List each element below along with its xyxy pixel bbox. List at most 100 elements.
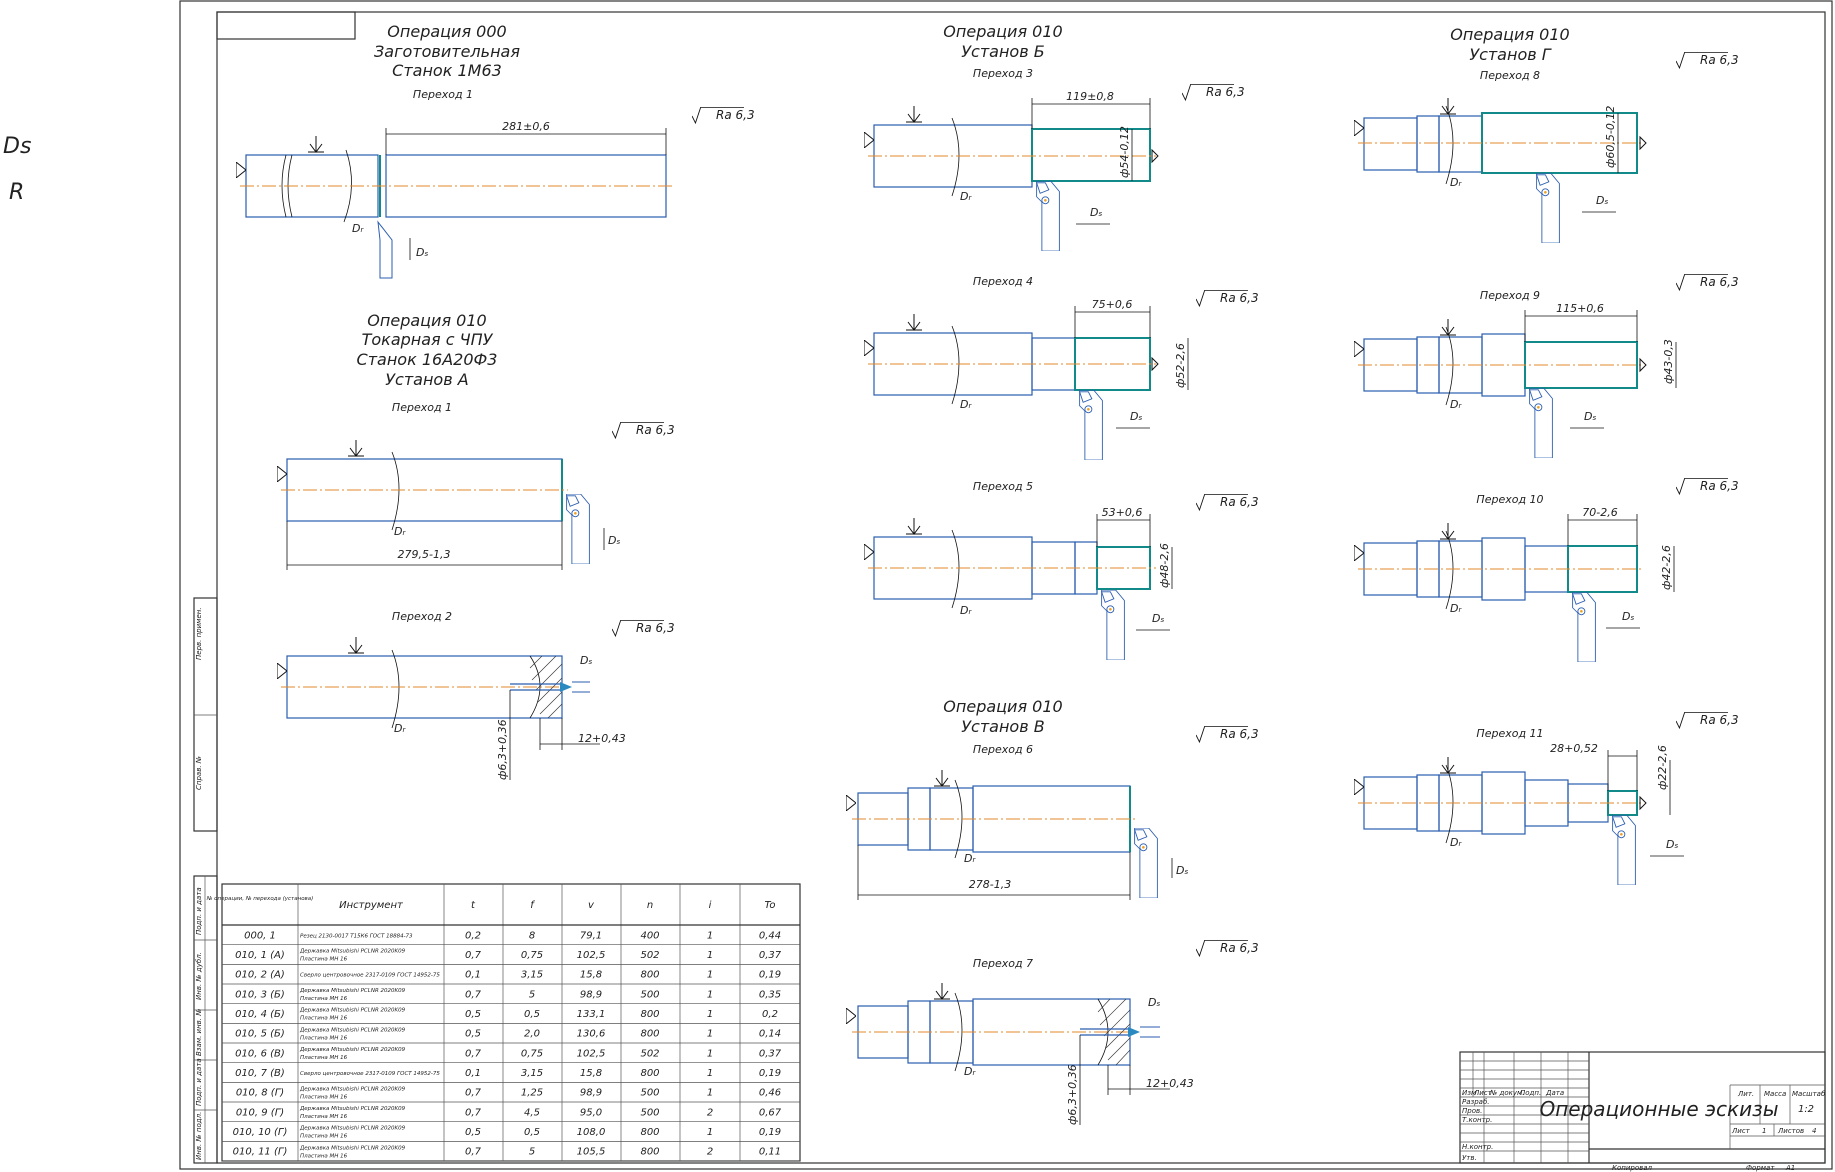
scale-label: Масштаб bbox=[1792, 1090, 1826, 1098]
table-cell: 010, 8 (Г) bbox=[236, 1088, 284, 1099]
table-cell: 1 bbox=[707, 1029, 713, 1040]
margin-label: Подп. и дата bbox=[195, 887, 203, 935]
table-cell: 2 bbox=[707, 1107, 713, 1118]
roughness-value: Ra 6,3 bbox=[1220, 291, 1259, 305]
table-cell: 4,5 bbox=[524, 1107, 540, 1118]
table-cell: Пластина МН 16 bbox=[300, 1114, 348, 1120]
svg-text:Dr: Dr bbox=[1450, 398, 1462, 411]
table-header: № операции, № перехода (установа) bbox=[206, 896, 314, 902]
roughness-value: Ra 6,3 bbox=[636, 621, 675, 635]
svg-text:Dr: Dr bbox=[964, 852, 976, 865]
op-title: Операция 010 bbox=[367, 311, 486, 330]
svg-text:Dr: Dr bbox=[960, 398, 972, 411]
table-cell: Пластина МН 16 bbox=[300, 1016, 348, 1022]
role-label: Утв. bbox=[1462, 1154, 1477, 1162]
dim-label: ф54-0,12 bbox=[1118, 126, 1131, 178]
table-cell: Пластина МН 16 bbox=[300, 996, 348, 1002]
dim-label: ф48-2,6 bbox=[1158, 543, 1171, 588]
roughness-value: Ra 6,3 bbox=[1700, 713, 1739, 727]
table-cell: Державка Mitsubishi PCLNR 2020K09 bbox=[299, 1126, 406, 1132]
table-cell: 0,7 bbox=[465, 1088, 482, 1099]
table-cell: 0,5 bbox=[524, 1127, 540, 1138]
svg-text:Ds: Ds bbox=[608, 534, 620, 547]
table-cell: 15,8 bbox=[580, 970, 602, 981]
op-machine: Станок 16А20Ф3 bbox=[357, 350, 498, 369]
margin-label: Взам. инв. № bbox=[195, 1008, 203, 1056]
table-cell: 0,44 bbox=[759, 930, 781, 941]
table-cell: 010, 7 (В) bbox=[235, 1068, 285, 1079]
table-header: n bbox=[647, 900, 653, 911]
table-cell: 0,75 bbox=[521, 950, 543, 961]
dim-label: 278-1,3 bbox=[969, 878, 1011, 891]
table-cell: 0,19 bbox=[759, 970, 781, 981]
margin-label: Подп. и дата bbox=[195, 1058, 203, 1106]
table-cell: 0,5 bbox=[465, 1029, 481, 1040]
table-cell: 0,11 bbox=[759, 1147, 781, 1158]
table-cell: Пластина МН 16 bbox=[300, 1134, 348, 1140]
op-setup: Установ А bbox=[385, 370, 468, 389]
table-cell: 0,1 bbox=[465, 970, 481, 981]
table-header: i bbox=[709, 900, 712, 911]
step-label: Переход 7 bbox=[973, 957, 1033, 970]
svg-text:Ds: Ds bbox=[580, 654, 592, 667]
svg-text:Dr: Dr bbox=[1450, 176, 1462, 189]
table-cell: Державка Mitsubishi PCLNR 2020K09 bbox=[299, 1047, 406, 1053]
drawing-title: Операционные эскизы bbox=[1539, 1097, 1778, 1121]
table-header: To bbox=[765, 900, 776, 911]
svg-text:Dr: Dr bbox=[964, 1065, 976, 1078]
svg-text:Ds: Ds bbox=[1176, 864, 1188, 877]
svg-text:Ds: Ds bbox=[1148, 996, 1160, 1009]
dim-label: 28+0,52 bbox=[1550, 742, 1598, 755]
table-cell: 0,7 bbox=[465, 1048, 482, 1059]
col-header: Дата bbox=[1545, 1089, 1564, 1097]
roughness-value: Ra 6,3 bbox=[716, 108, 755, 122]
table-cell: 0,19 bbox=[759, 1068, 781, 1079]
col-header: Лист bbox=[1473, 1089, 1493, 1097]
table-cell: 010, 3 (Б) bbox=[235, 989, 285, 1000]
step-label: Переход 1 bbox=[413, 88, 473, 101]
table-header: Инструмент bbox=[339, 900, 404, 911]
table-cell: Державка Mitsubishi PCLNR 2020K09 bbox=[299, 1145, 406, 1151]
step-label: Переход 4 bbox=[973, 275, 1033, 288]
dim-label: ф6,3+0,36 bbox=[1066, 1064, 1079, 1125]
op-machine: Станок 1М63 bbox=[392, 61, 502, 80]
table-cell: Державка Mitsubishi PCLNR 2020K09 bbox=[299, 1086, 406, 1092]
step-label: Переход 3 bbox=[973, 67, 1033, 80]
table-cell: 800 bbox=[640, 1147, 659, 1158]
role-label: Т.контр. bbox=[1462, 1116, 1492, 1124]
step-label: Переход 9 bbox=[1480, 289, 1540, 302]
op-setup: Установ Г bbox=[1469, 45, 1551, 64]
table-cell: 010, 11 (Г) bbox=[233, 1147, 288, 1158]
table-cell: 98,9 bbox=[580, 989, 602, 1000]
table-cell: 010, 5 (Б) bbox=[235, 1029, 285, 1040]
table-cell: 0,37 bbox=[759, 1048, 782, 1059]
table-cell: 1 bbox=[707, 1127, 713, 1138]
op-title: Операция 010 bbox=[943, 697, 1062, 716]
table-cell: 133,1 bbox=[577, 1009, 606, 1020]
svg-text:Dr: Dr bbox=[394, 722, 406, 735]
svg-text:Ds: Ds bbox=[1130, 410, 1142, 423]
table-cell: 1 bbox=[707, 1048, 713, 1059]
table-cell: 800 bbox=[640, 1029, 659, 1040]
table-cell: 1 bbox=[707, 970, 713, 981]
svg-text:Dr: Dr bbox=[960, 190, 972, 203]
svg-text:Ds: Ds bbox=[1152, 612, 1164, 625]
dim-label: 12+0,43 bbox=[578, 732, 626, 745]
dim-label: ф60,5-0,12 bbox=[1604, 106, 1617, 168]
col-header: Подп. bbox=[1520, 1089, 1541, 1097]
roughness-value: Ra 6,3 bbox=[1220, 941, 1259, 955]
svg-text:Ds: Ds bbox=[1666, 838, 1678, 851]
table-cell: 000, 1 bbox=[244, 930, 276, 941]
table-cell: Державка Mitsubishi PCLNR 2020K09 bbox=[299, 988, 406, 994]
table-cell: 010, 4 (Б) bbox=[235, 1009, 285, 1020]
table-cell: 1,25 bbox=[521, 1088, 543, 1099]
format-label: Формат bbox=[1746, 1164, 1775, 1172]
table-cell: 010, 2 (А) bbox=[235, 970, 285, 981]
step-label: Переход 8 bbox=[1480, 69, 1540, 82]
table-cell: 95,0 bbox=[580, 1107, 602, 1118]
dim-label: 281±0,6 bbox=[502, 120, 550, 133]
op-title: Операция 010 bbox=[943, 22, 1062, 41]
table-cell: 0,2 bbox=[465, 930, 481, 941]
svg-text:Dr: Dr bbox=[960, 604, 972, 617]
